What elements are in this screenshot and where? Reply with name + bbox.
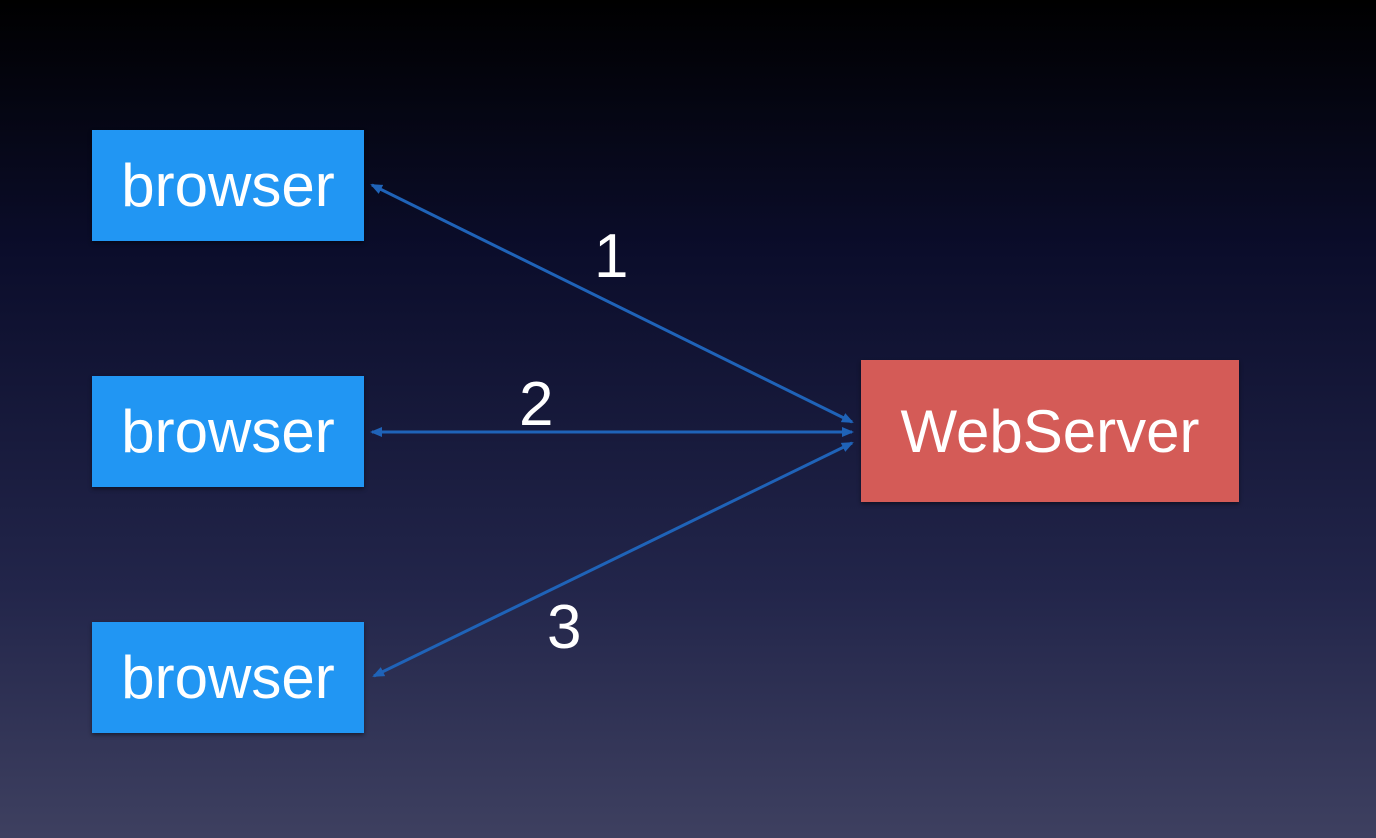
browser-node-label: browser [121, 152, 335, 219]
browser-node-label: browser [121, 398, 335, 465]
webserver-node: WebServer [861, 360, 1239, 502]
edge-1-arrow [370, 183, 854, 424]
webserver-node-label: WebServer [900, 397, 1200, 465]
browser-node-label: browser [121, 644, 335, 711]
browser-node-1: browser [92, 130, 364, 241]
edge-label-2: 2 [519, 370, 554, 439]
edge-label-3: 3 [547, 593, 582, 662]
edge-3-arrow [372, 441, 854, 678]
edge-label-1: 1 [594, 222, 629, 291]
browser-node-2: browser [92, 376, 364, 487]
browser-node-3: browser [92, 622, 364, 733]
